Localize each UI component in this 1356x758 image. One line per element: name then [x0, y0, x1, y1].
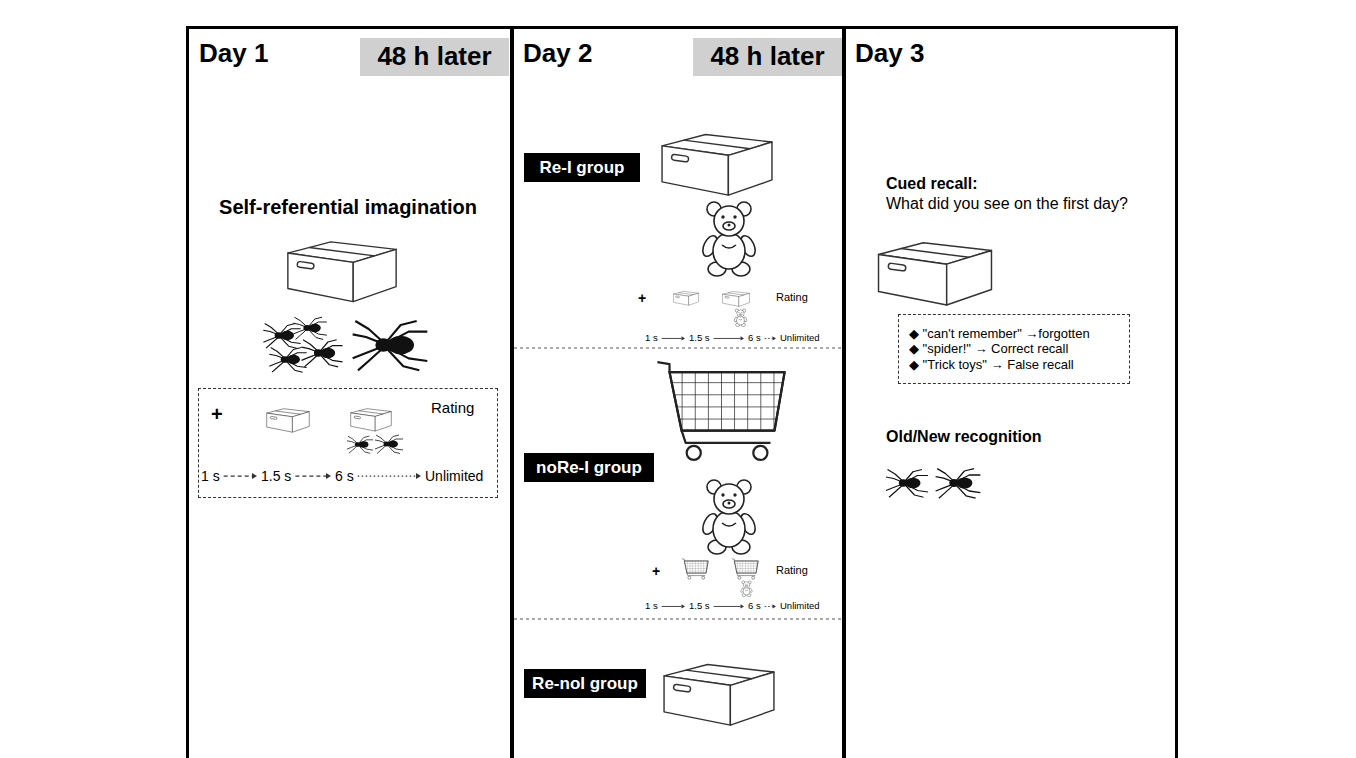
node-text: 48 h later — [377, 42, 491, 72]
time-label: 1 s — [645, 333, 658, 344]
node-text: ◆ "spider!" → Correct recall — [909, 341, 1068, 357]
task-heading: Old/New recognition — [886, 428, 1042, 446]
timeline-arrow — [714, 338, 741, 339]
spider-icon — [375, 435, 403, 454]
spider-illustration — [886, 470, 928, 498]
box-illustration — [664, 664, 774, 725]
delay-tag: 48 h later — [360, 38, 509, 76]
time-label: 1.5 s — [689, 333, 710, 344]
timeline-arrow — [295, 475, 326, 476]
time-label: 6 s — [748, 601, 761, 612]
timeline-arrow — [662, 606, 682, 607]
teddy-bear-illustration — [700, 480, 758, 554]
time-label: 6 s — [748, 333, 761, 344]
cart-icon — [732, 559, 758, 579]
node-text: ◆ "Trick toys" → False recall — [909, 357, 1074, 373]
box-icon — [267, 409, 310, 432]
rating-label: Rating — [776, 564, 808, 577]
arrowhead — [416, 473, 421, 479]
timeline-arrow — [224, 475, 252, 476]
fixation-cross: + — [638, 290, 646, 306]
cart-illustration — [657, 362, 784, 460]
timeline-arrow — [714, 606, 741, 607]
timeline-arrow — [765, 606, 773, 607]
timeline-arrow — [662, 338, 682, 339]
arrowhead — [682, 604, 686, 608]
arrowhead — [741, 604, 745, 608]
section-heading: Self-referential imagination — [219, 196, 477, 219]
arrowhead — [326, 473, 331, 479]
time-label: 1.5 s — [689, 601, 710, 612]
node-text: 1.5 s — [261, 468, 291, 484]
spider-illustration — [269, 348, 306, 373]
box-icon — [351, 409, 392, 431]
spider-illustration — [293, 317, 327, 339]
teddy-bear-icon — [734, 309, 748, 327]
group-label: Re-noI group — [524, 669, 646, 698]
task-heading: Cued recall: — [886, 175, 978, 193]
time-label: Unlimited — [780, 601, 820, 612]
arrowhead — [252, 473, 257, 479]
day-panel: Day 1 48 h later + Rating 1 s 1.5 s 6 s Unlimit… — [186, 26, 514, 758]
spider-illustration — [301, 340, 342, 367]
day-panel: Day 3 ◆ "can't remember" →forgotten◆ "spi… — [842, 26, 1178, 758]
box-illustration — [879, 243, 992, 305]
spider-illustration — [936, 469, 981, 499]
box-icon — [722, 291, 749, 306]
time-label: Unlimited — [780, 333, 820, 344]
node-text: noRe-I group — [536, 458, 642, 478]
dotted-separator — [514, 348, 841, 349]
trial-timeline-box: + Rating 1 s 1.5 s 6 s Unlimited — [198, 388, 498, 498]
node-text: 1 s — [201, 468, 220, 484]
timeline-arrow — [765, 338, 773, 339]
node-text: Re-I group — [540, 158, 625, 178]
node-text: Day 1 — [199, 39, 268, 69]
arrowhead — [773, 604, 777, 608]
arrowhead — [741, 336, 745, 340]
arrowhead — [773, 336, 777, 340]
node-text: 6 s — [335, 468, 354, 484]
group-label: Re-I group — [524, 153, 640, 182]
node-text: Rating — [431, 399, 474, 416]
teddy-bear-illustration — [700, 202, 758, 276]
cart-icon — [682, 559, 708, 579]
node-text: ◆ "can't remember" →forgotten — [909, 326, 1090, 342]
box-illustration — [662, 134, 772, 195]
arrowhead — [682, 336, 686, 340]
node-text: 48 h later — [710, 42, 824, 72]
box-icon — [673, 291, 698, 305]
recall-coding-box: ◆ "can't remember" →forgotten◆ "spider!"… — [898, 314, 1130, 384]
box-illustration — [288, 242, 396, 302]
spider-icon — [347, 436, 373, 453]
spider-illustration — [353, 321, 428, 370]
node-text: + — [211, 403, 223, 426]
teddy-bear-icon — [740, 581, 752, 597]
task-question: What did you see on the first day? — [886, 195, 1128, 213]
day-panel: Day 2 48 h laterRe-I group noRe-I groupRe-… — [510, 26, 846, 758]
delay-tag: 48 h later — [693, 38, 842, 76]
node-text: Day 3 — [855, 39, 924, 69]
dotted-separator — [514, 619, 841, 620]
fixation-cross: + — [652, 563, 660, 579]
group-label: noRe-I group — [524, 453, 654, 482]
spider-illustration — [263, 324, 300, 349]
node-text: Unlimited — [425, 468, 483, 484]
node-text: Day 2 — [523, 39, 592, 69]
node-text: Re-noI group — [532, 674, 638, 694]
timeline-arrow — [358, 475, 416, 476]
rating-label: Rating — [776, 291, 808, 304]
time-label: 1 s — [645, 601, 658, 612]
